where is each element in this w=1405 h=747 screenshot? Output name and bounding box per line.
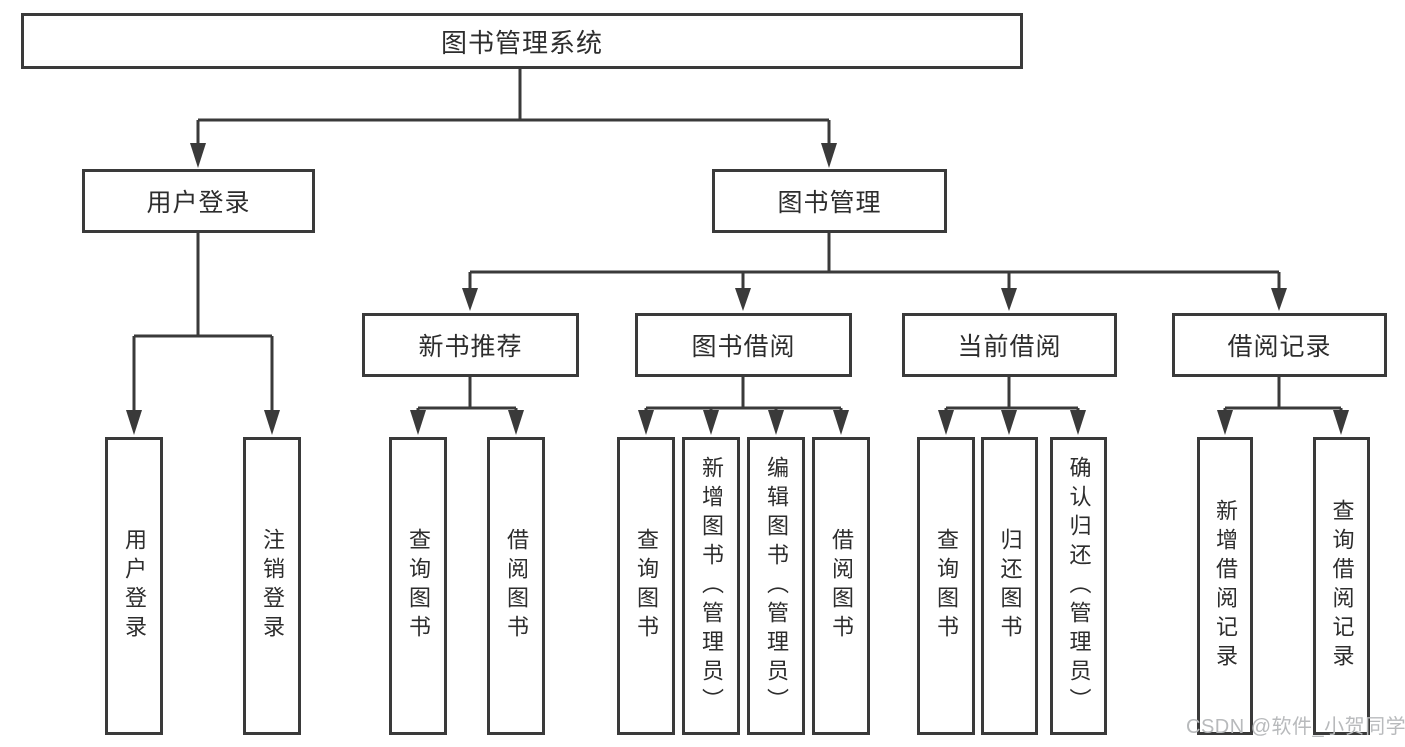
leaf-query-borrow-record: 查询借阅记录: [1313, 437, 1370, 735]
leaf-label: 查询图书: [406, 528, 431, 644]
node-book-borrow: 图书借阅: [635, 313, 852, 377]
node-user-login: 用户登录: [82, 169, 315, 233]
leaf-label: 新增借阅记录: [1213, 499, 1238, 673]
leaf-borrow-books: 借阅图书: [812, 437, 870, 735]
leaf-label: 用户登录: [122, 528, 147, 644]
book-management-branch-lines: [468, 233, 1281, 291]
arrow-down-icon: [1271, 288, 1287, 311]
leaf-label: 确认归还（管理员）: [1066, 455, 1092, 717]
node-label: 新书推荐: [418, 333, 523, 361]
leaf-label: 借阅图书: [829, 528, 854, 644]
leaf-return-book: 归还图书: [981, 437, 1038, 735]
leaf-label: 借阅图书: [504, 528, 529, 644]
leaf-query-books-borrow: 查询图书: [617, 437, 675, 735]
node-label: 图书管理系统: [440, 27, 603, 58]
node-label: 用户登录: [146, 189, 251, 217]
arrow-down-icon: [410, 410, 426, 435]
leaf-label: 查询图书: [934, 528, 959, 644]
leaf-query-books-recommend: 查询图书: [389, 437, 447, 735]
arrow-down-icon: [508, 410, 524, 435]
arrow-down-icon: [462, 288, 478, 311]
watermark: CSDN @软件_小贺同学: [1186, 716, 1405, 738]
root-branch-lines: [196, 69, 831, 149]
leaf-add-book-admin: 新增图书（管理员）: [682, 437, 740, 735]
node-label: 图书借阅: [691, 333, 796, 361]
new-book-recommend-branch-lines: [416, 377, 518, 412]
arrow-down-icon: [1001, 410, 1017, 435]
node-label: 当前借阅: [957, 333, 1062, 361]
arrow-down-icon: [264, 410, 280, 435]
arrow-down-icon: [735, 288, 751, 311]
arrow-down-icon: [638, 410, 654, 435]
arrow-down-icon: [190, 143, 206, 168]
node-borrow-records: 借阅记录: [1172, 313, 1387, 377]
arrow-down-icon: [1217, 410, 1233, 435]
borrow-records-branch-lines: [1223, 377, 1343, 412]
arrow-down-icon: [1001, 288, 1017, 311]
leaf-label: 归还图书: [997, 528, 1023, 644]
arrow-down-icon: [821, 143, 837, 168]
user-login-branch-lines: [132, 233, 274, 414]
leaf-label: 注销登录: [260, 528, 285, 644]
arrow-down-icon: [1333, 410, 1349, 435]
node-label: 借阅记录: [1227, 333, 1332, 361]
arrow-down-icon: [768, 410, 784, 435]
node-book-management: 图书管理: [712, 169, 947, 233]
leaf-query-books-current: 查询图书: [917, 437, 975, 735]
leaf-logout: 注销登录: [243, 437, 301, 735]
leaf-confirm-return-admin: 确认归还（管理员）: [1050, 437, 1107, 735]
node-new-book-recommend: 新书推荐: [362, 313, 579, 377]
arrow-down-icon: [703, 410, 719, 435]
leaf-borrow-books-recommend: 借阅图书: [487, 437, 545, 735]
arrow-down-icon: [1070, 410, 1086, 435]
node-library-management-system: 图书管理系统: [21, 13, 1023, 69]
leaf-label: 新增图书（管理员）: [699, 455, 724, 717]
node-current-borrow: 当前借阅: [902, 313, 1117, 377]
leaf-label: 查询图书: [634, 528, 659, 644]
leaf-user-login: 用户登录: [105, 437, 163, 735]
leaf-edit-book-admin: 编辑图书（管理员）: [747, 437, 805, 735]
leaf-label: 编辑图书（管理员）: [764, 455, 789, 717]
arrow-down-icon: [126, 410, 142, 435]
node-label: 图书管理: [777, 189, 882, 217]
leaf-add-borrow-record: 新增借阅记录: [1197, 437, 1253, 735]
arrow-down-icon: [938, 410, 954, 435]
book-borrow-branch-lines: [644, 377, 843, 412]
leaf-label: 查询借阅记录: [1329, 499, 1355, 673]
arrow-down-icon: [833, 410, 849, 435]
current-borrow-branch-lines: [944, 377, 1080, 412]
